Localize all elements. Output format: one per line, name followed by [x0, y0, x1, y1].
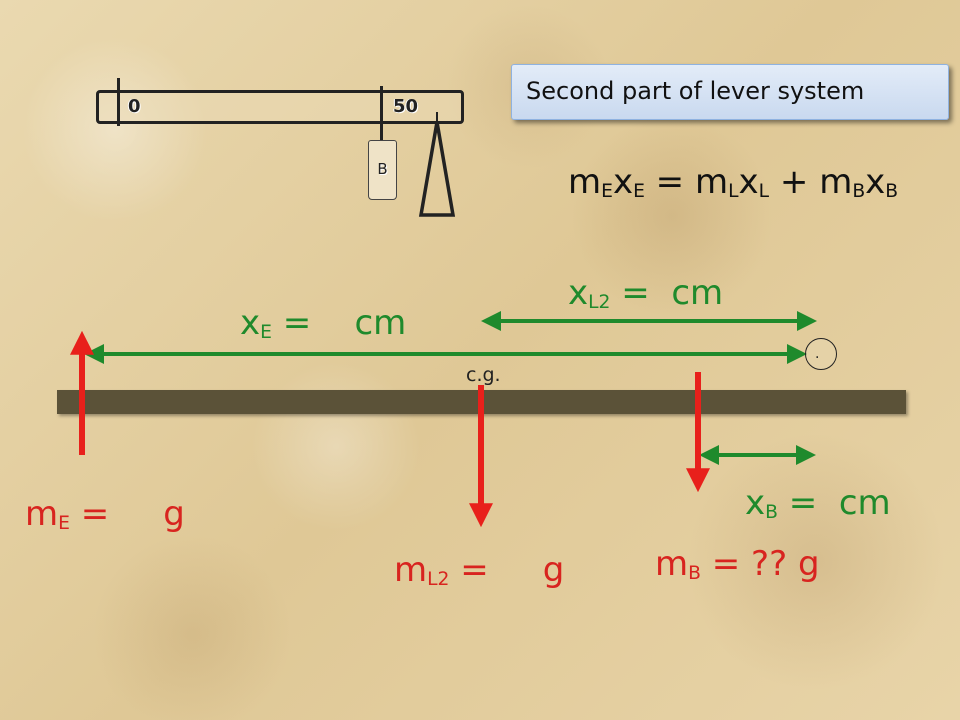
- moment-equation: mExE = mLxL + mBxB: [568, 162, 899, 203]
- fulcrum-pivot: [805, 338, 837, 370]
- xL2-label: xL2 = cm: [568, 273, 724, 314]
- weight-b-label: B: [377, 160, 388, 178]
- title-box: Second part of lever system: [511, 64, 949, 120]
- triangle-weight-icon: [418, 121, 456, 217]
- mL2-label: mL2 = g: [394, 550, 565, 591]
- ruler-zero-pointer: [117, 78, 120, 126]
- ruler-right-mark: 50: [393, 96, 419, 117]
- hanging-weight-b-icon: [368, 140, 397, 200]
- xB-label: xB = cm: [745, 483, 891, 524]
- xE-label: xE = cm: [240, 303, 407, 344]
- center-of-gravity-label: c.g.: [466, 364, 501, 386]
- mini-ruler: [96, 90, 464, 124]
- mE-label: mE = g: [25, 494, 185, 535]
- pivot-mark: .: [815, 346, 820, 362]
- ruler-weight-pointer: [380, 86, 383, 140]
- mB-label: mB = ?? g: [655, 544, 820, 585]
- ruler-left-mark: 0: [128, 96, 141, 117]
